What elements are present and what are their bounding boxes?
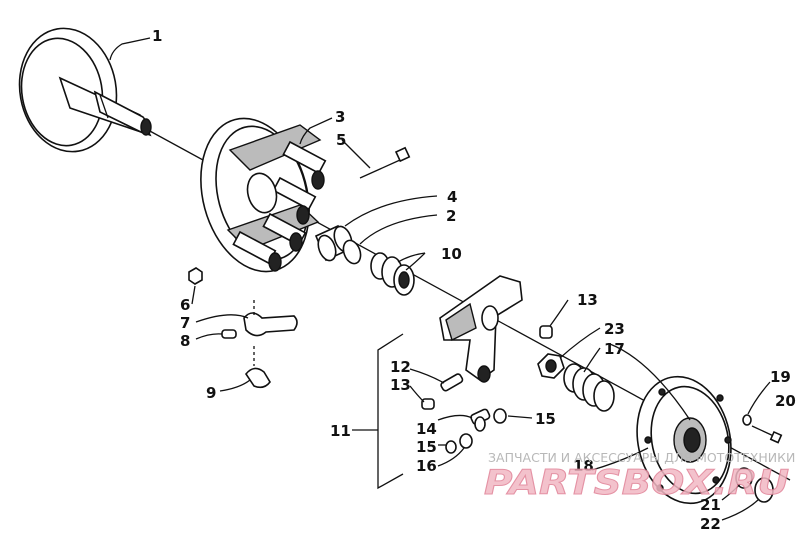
roller-arm-part-11 [439,275,523,383]
watermark-logo: PARTSBOX.RU [484,463,789,503]
callout-13-lower: 13 [390,376,411,394]
callout-7: 7 [180,314,190,332]
ring-part-22 [754,477,774,503]
bolt-part-5 [359,146,411,179]
bushing-part-21 [735,467,753,489]
callout-22: 22 [700,515,721,533]
callout-16: 16 [416,457,437,475]
clip-part-9 [245,346,271,389]
callout-11: 11 [330,422,351,440]
callout-15-left: 15 [416,438,437,456]
washer-part-15-right [493,408,507,424]
leader-lines [109,37,771,521]
nut-part-6 [188,267,203,285]
spring-washers-part-10 [370,252,415,296]
watermark-text: ЗАПЧАСТИ И АКСЕССУАРЫ ДЛЯ МОТОТЕХНИКИ [488,450,795,465]
washer-part-15-left [474,416,486,432]
spring-part-17 [563,363,615,412]
pin-part-12 [440,373,464,392]
callout-14: 14 [416,420,437,438]
pin-part-8 [221,329,237,339]
callout-5: 5 [336,131,346,149]
callout-10: 10 [441,245,462,263]
callout-18: 18 [573,457,594,475]
retaining-ring-part-2 [342,239,362,265]
cover-plate-part-18 [636,375,732,505]
callout-12: 12 [390,358,411,376]
callout-6: 6 [180,296,190,314]
callout-1: 1 [152,27,162,45]
movable-sheave-part [200,117,327,273]
washer-part-19 [742,414,752,426]
callout-23: 23 [604,320,625,338]
callout-17: 17 [604,340,625,358]
bushing-part-13-upper [539,325,553,339]
hex-nut-part-23 [537,353,565,379]
callout-3: 3 [335,108,345,126]
group-bracket-11 [377,333,404,490]
callout-19: 19 [770,368,791,386]
callout-15-right: 15 [535,410,556,428]
callout-8: 8 [180,332,190,350]
callout-9: 9 [206,384,216,402]
callout-2: 2 [446,207,456,225]
callout-20: 20 [775,392,796,410]
callout-4: 4 [447,188,457,206]
weight-arm-part-7 [243,300,298,337]
screw-part-20 [751,425,783,444]
callout-13-upper: 13 [577,291,598,309]
washer-part-16 [445,433,473,454]
bushing-part-13-lower [421,398,435,410]
callout-21: 21 [700,496,721,514]
sheave-shaft-part [18,27,152,153]
